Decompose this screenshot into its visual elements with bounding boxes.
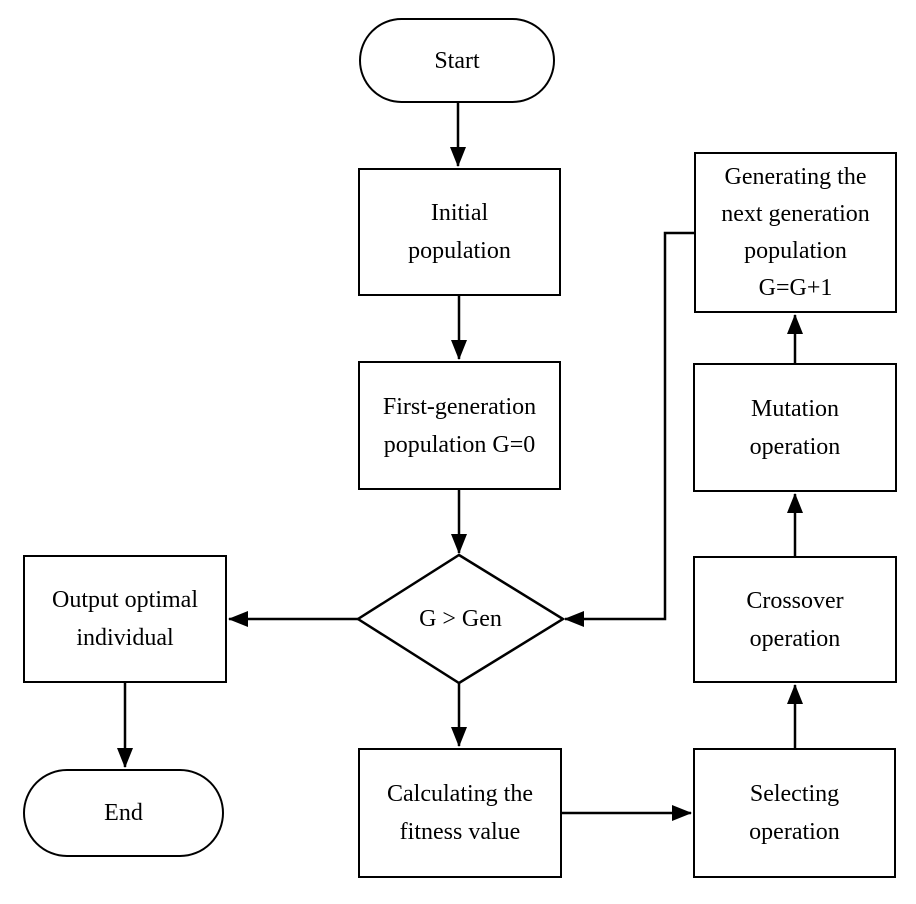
node-first-generation-line1: First-generation — [382, 393, 537, 420]
node-generating-line1: Generating the — [724, 163, 867, 190]
node-generating-line3: population — [744, 237, 847, 264]
node-generating: Generating the next generation populatio… — [694, 152, 897, 313]
node-mutation-line1: Mutation — [751, 395, 839, 422]
node-decision-label: G > Gen — [419, 605, 502, 632]
node-calculating: Calculating the fitness value — [358, 748, 562, 878]
node-crossover: Crossover operation — [693, 556, 897, 683]
node-calculating-line1: Calculating the — [387, 781, 533, 807]
node-end-label: End — [104, 800, 143, 826]
decision-diamond-shape — [355, 553, 566, 685]
node-start: Start — [359, 18, 555, 103]
node-mutation: Mutation operation — [693, 363, 897, 492]
node-initial-population-line1: Initial — [430, 200, 489, 226]
node-first-generation: First-generation population G=0 — [358, 361, 561, 490]
node-generating-line2: next generation — [721, 200, 870, 227]
node-start-label: Start — [434, 47, 480, 74]
edge-generating-to-decision — [564, 231, 694, 627]
node-output-optimal: Output optimal individual — [23, 555, 227, 683]
node-initial-population-line2: population — [408, 238, 511, 264]
node-initial-population: Initial population — [358, 168, 561, 296]
node-mutation-line2: operation — [749, 433, 841, 460]
node-first-generation-line2: population G=0 — [383, 431, 536, 458]
node-end: End — [23, 769, 224, 857]
node-selecting: Selecting operation — [693, 748, 896, 878]
node-generating-line4: G=G+1 — [758, 274, 833, 301]
node-selecting-line1: Selecting — [749, 781, 840, 807]
node-selecting-line2: operation — [749, 819, 840, 845]
node-output-optimal-line2: individual — [76, 625, 174, 651]
node-crossover-line2: operation — [749, 625, 841, 652]
node-crossover-line1: Crossover — [746, 587, 844, 614]
node-decision: G > Gen — [358, 555, 563, 683]
node-calculating-line2: fitness value — [399, 819, 521, 845]
node-output-optimal-line1: Output optimal — [52, 587, 198, 613]
